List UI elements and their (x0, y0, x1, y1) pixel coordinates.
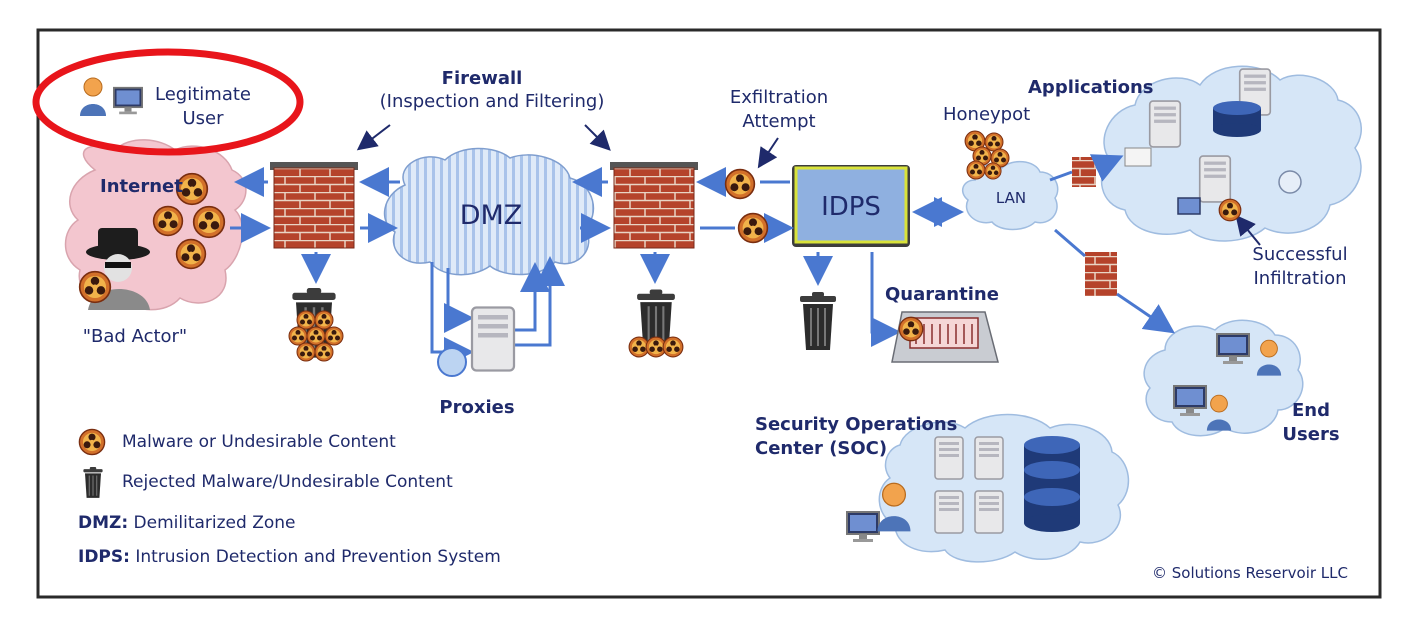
soc-label: Security Operations (755, 414, 957, 435)
legend-rejected-text: Rejected Malware/Undesirable Content (122, 472, 453, 492)
applications-label: Applications (1028, 77, 1154, 98)
legend-dmz-def: Demilitarized Zone (128, 513, 295, 533)
legitimate-user-label-2: User (182, 108, 224, 129)
quarantine-label: Quarantine (885, 284, 999, 305)
end-users-label: End (1292, 400, 1330, 421)
bad-actor-biohazard-icon (78, 270, 112, 304)
successful-infiltration-label-2: Infiltration (1253, 268, 1346, 289)
bad-actor-label: "Bad Actor" (83, 326, 187, 347)
idps-label: IDPS (821, 192, 881, 222)
soc-cloud (878, 413, 1130, 563)
legend-biohazard-icon (78, 428, 106, 456)
copyright-text: © Solutions Reservoir LLC (1152, 564, 1348, 582)
firewall-subtitle: (Inspection and Filtering) (380, 91, 605, 112)
dmz-cloud (383, 147, 595, 276)
firewall-2-icon (610, 162, 698, 249)
exfiltration-label: Exfiltration (730, 87, 828, 108)
firewall-title: Firewall (442, 68, 523, 89)
end-users-label-2: Users (1282, 424, 1339, 445)
database-icon (1213, 101, 1261, 137)
firewall-1-icon (270, 162, 358, 249)
applications-servers (1124, 68, 1302, 222)
legend-idps-term: IDPS: (78, 547, 130, 567)
highlight-ellipse (32, 48, 304, 156)
proxies-label: Proxies (439, 397, 514, 418)
legitimate-user-label: Legitimate (155, 84, 251, 105)
legend-malware-text: Malware or Undesirable Content (122, 432, 396, 452)
soc-database-icon (1024, 436, 1080, 532)
legend-idps: IDPS: Intrusion Detection and Prevention… (78, 547, 501, 567)
idps-box (792, 165, 910, 247)
dmz-label: DMZ (460, 200, 523, 231)
window-icon (1177, 197, 1201, 215)
soc-icons (846, 436, 1080, 543)
quarantine-box-icon (891, 311, 999, 363)
infiltration-biohazard-icon (1218, 198, 1242, 222)
firewall-lan-users-icon (1085, 252, 1117, 296)
exfiltration-label-2: Attempt (742, 111, 815, 132)
globe-icon (1278, 170, 1302, 194)
soc-label-2: Center (SOC) (755, 438, 887, 459)
legend-idps-def: Intrusion Detection and Prevention Syste… (130, 547, 501, 567)
inbound-biohazard-icon (737, 212, 769, 244)
firewall-lan-apps-icon (1072, 157, 1096, 187)
honeypot-label: Honeypot (943, 104, 1030, 125)
legend-dmz: DMZ: Demilitarized Zone (78, 513, 296, 533)
successful-infiltration-label: Successful (1252, 244, 1347, 265)
internet-label: Internet (100, 176, 183, 197)
lan-label: LAN (996, 189, 1026, 207)
legend-dmz-term: DMZ: (78, 513, 128, 533)
proxy-server-icon (437, 306, 516, 377)
mail-icon (1124, 147, 1152, 167)
exfiltration-biohazard-icon (724, 168, 756, 200)
